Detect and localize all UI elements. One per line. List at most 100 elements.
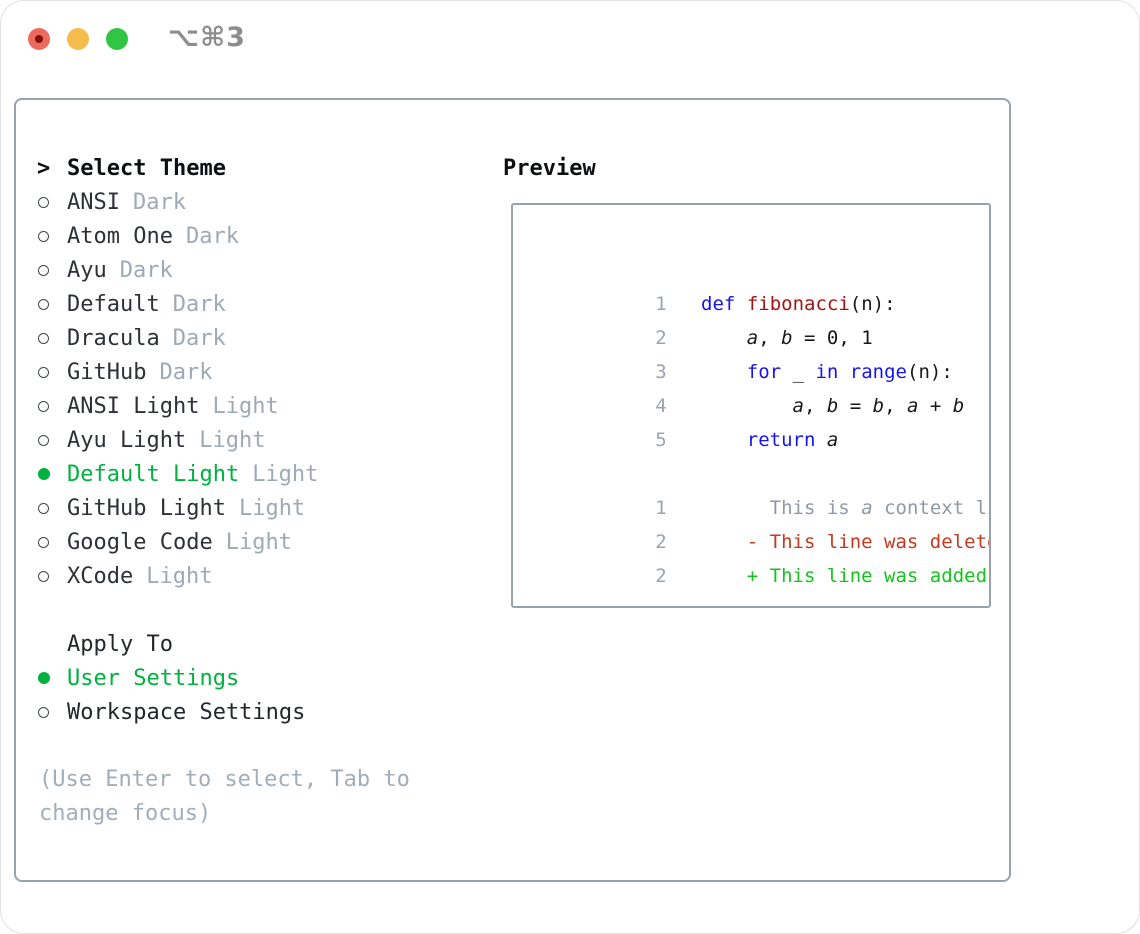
- code-segment: This is: [701, 497, 862, 519]
- theme-name: Dracula: [67, 325, 160, 351]
- line-number: 1: [655, 497, 667, 519]
- code-line: 3 for _ in range(n):: [518, 321, 989, 383]
- line-number: 1: [655, 293, 667, 315]
- theme-name: Default: [67, 291, 160, 317]
- apply-to-options: User Settings Workspace Settings: [37, 661, 439, 729]
- theme-variant-tag: Light: [225, 529, 292, 555]
- theme-option[interactable]: Default Light Light: [37, 457, 439, 491]
- line-number: 2: [655, 565, 667, 587]
- radio-icon: [37, 230, 67, 242]
- theme-option[interactable]: GitHub Dark: [37, 355, 439, 389]
- line-number: 5: [655, 429, 667, 451]
- code-line: 1 This is a context line.: [518, 457, 989, 519]
- minimize-button[interactable]: [67, 28, 89, 50]
- theme-option[interactable]: GitHub Light Light: [37, 491, 439, 525]
- window-title: ⌥⌘3: [168, 22, 246, 53]
- apply-to-option[interactable]: Workspace Settings: [37, 695, 439, 729]
- radio-icon: [37, 502, 67, 514]
- theme-option[interactable]: Google Code Light: [37, 525, 439, 559]
- theme-option[interactable]: Atom One Dark: [37, 219, 439, 253]
- code-segment: [701, 361, 747, 383]
- focus-caret-icon: >: [37, 155, 51, 181]
- code-segment: (n):: [907, 361, 953, 383]
- radio-icon: [37, 706, 67, 718]
- theme-variant-tag: Dark: [172, 325, 226, 351]
- code-segment: +: [918, 395, 953, 417]
- theme-name: Default Light: [67, 461, 240, 487]
- line-content: + This line was added.: [701, 565, 991, 587]
- theme-option[interactable]: Default Dark: [37, 287, 439, 321]
- line-content: - This line was deleted.: [701, 531, 991, 553]
- theme-name: Ayu Light: [67, 427, 187, 453]
- apply-to-label: Apply To: [67, 631, 173, 657]
- theme-selector-panel: > Select Theme ANSI Dark: [14, 98, 1011, 882]
- zoom-button[interactable]: [106, 28, 128, 50]
- theme-variant-tag: Dark: [159, 359, 213, 385]
- code-segment: b: [952, 395, 965, 417]
- code-segment: ,: [804, 395, 827, 417]
- code-segment: ,: [758, 327, 782, 349]
- line-number: 2: [655, 327, 667, 349]
- radio-icon: [37, 196, 67, 208]
- code-segment: = 0, 1: [792, 327, 873, 349]
- theme-list: > Select Theme ANSI Dark: [37, 151, 439, 831]
- theme-variant-tag: Dark: [132, 189, 186, 215]
- theme-variant-tag: Dark: [119, 257, 173, 283]
- code-segment: =: [838, 395, 873, 417]
- theme-variant-tag: Light: [212, 393, 279, 419]
- radio-icon: [37, 366, 67, 378]
- preview-label: Preview: [503, 155, 596, 181]
- theme-option[interactable]: ANSI Dark: [37, 185, 439, 219]
- select-theme-label: Select Theme: [67, 155, 226, 181]
- apply-to-option[interactable]: User Settings: [37, 661, 439, 695]
- code-segment: a: [861, 497, 873, 519]
- radio-icon: [37, 434, 67, 446]
- line-content: def fibonacci(n):: [701, 293, 896, 315]
- theme-option[interactable]: ANSI Light Light: [37, 389, 439, 423]
- code-segment: + This line was added.: [701, 565, 991, 587]
- code-segment: [701, 327, 747, 349]
- theme-name: ANSI: [67, 189, 120, 215]
- theme-variant-tag: Light: [252, 461, 319, 487]
- code-segment: _: [781, 361, 816, 383]
- line-number: 4: [655, 395, 667, 417]
- code-segment: b: [872, 395, 885, 417]
- theme-option[interactable]: XCode Light: [37, 559, 439, 593]
- line-content: for _ in range(n):: [701, 361, 953, 383]
- code-segment: a: [746, 327, 759, 349]
- apply-to-option-label: User Settings: [67, 665, 240, 691]
- code-line: 2 + This line was added.: [518, 525, 989, 587]
- line-number: 3: [655, 361, 667, 383]
- code-line: 5 return a: [518, 389, 989, 451]
- preview-lines: 1 def fibonacci(n): 2 a, b = 0, 1 3 for _…: [518, 253, 989, 587]
- code-segment: [815, 429, 826, 451]
- radio-icon: [37, 264, 67, 276]
- theme-option[interactable]: Ayu Dark: [37, 253, 439, 287]
- apply-to-option-label: Workspace Settings: [67, 699, 306, 725]
- help-text: (Use Enter to select, Tab to change focu…: [39, 767, 410, 826]
- apply-to-header: Apply To: [37, 627, 439, 661]
- theme-name: GitHub Light: [67, 495, 226, 521]
- line-content: a, b = b, a + b: [701, 395, 965, 417]
- theme-name: Ayu: [67, 257, 107, 283]
- code-segment: in: [815, 361, 839, 383]
- code-segment: [838, 361, 849, 383]
- code-segment: [735, 293, 746, 315]
- code-segment: a: [792, 395, 804, 417]
- code-segment: return: [746, 429, 816, 451]
- theme-option[interactable]: Dracula Dark: [37, 321, 439, 355]
- spacer: [37, 593, 439, 627]
- code-segment: b: [781, 327, 793, 349]
- theme-variant-tag: Dark: [172, 291, 226, 317]
- theme-name: ANSI Light: [67, 393, 200, 419]
- theme-option[interactable]: Ayu Light Light: [37, 423, 439, 457]
- code-segment: b: [826, 395, 839, 417]
- code-segment: ,: [884, 395, 908, 417]
- code-segment: - This line was deleted.: [701, 531, 991, 553]
- theme-variant-tag: Light: [146, 563, 213, 589]
- code-line: 2 - This line was deleted.: [518, 491, 989, 553]
- code-segment: (n):: [849, 293, 896, 315]
- line-number: 2: [655, 531, 667, 553]
- close-button[interactable]: [28, 28, 50, 50]
- code-segment: a: [826, 429, 839, 451]
